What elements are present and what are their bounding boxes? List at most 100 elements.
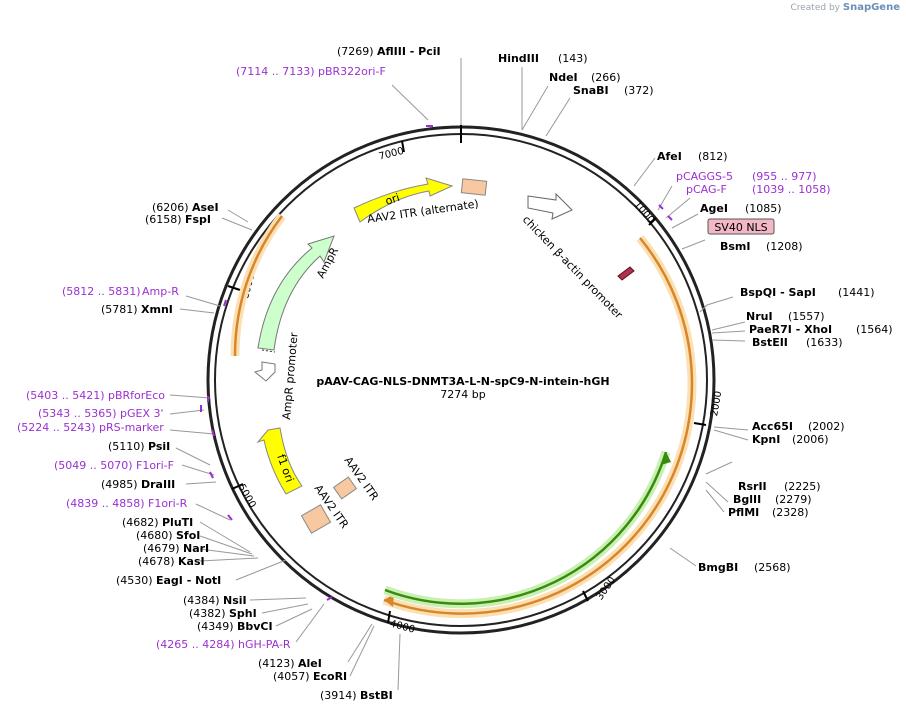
aav2-itr-box-1 xyxy=(332,476,358,500)
pos-bmgbi: (2568) xyxy=(754,561,791,574)
credit-brand: SnapGene xyxy=(842,2,900,13)
pos-bsmi: (1208) xyxy=(766,240,803,253)
pos-sfoi: (4680) xyxy=(136,529,173,542)
label-nsii: NsiI xyxy=(223,594,247,607)
snapgene-credit: Created by SnapGene xyxy=(790,2,900,13)
tick-3000 xyxy=(582,590,589,602)
label-draiii: DraIII xyxy=(141,478,175,491)
cba-promoter-label: chicken β-actin promoter xyxy=(520,213,626,322)
cds-arc-left xyxy=(233,215,283,357)
pos-kasi: (4678) xyxy=(138,555,175,568)
pos-asei: (6206) xyxy=(152,201,189,214)
label-nari: NarI xyxy=(183,542,209,555)
plasmid-name: pAAV-CAG-NLS-DNMT3A-L-N-spC9-N-intein-hG… xyxy=(316,375,609,388)
label-agei: AgeI xyxy=(700,202,728,215)
pos-pflmi: (2328) xyxy=(772,506,809,519)
cds-glow-right xyxy=(382,235,697,619)
label-sfoi: SfoI xyxy=(176,529,200,542)
label-acc65i: Acc65I xyxy=(752,420,793,433)
label-sphi: SphI xyxy=(229,607,257,620)
label-pbrforeco: pBRforEco xyxy=(108,389,165,402)
label-hgh-pa-r: hGH-PA-R xyxy=(238,638,291,651)
label-ecori: EcoRI xyxy=(313,670,347,683)
pos-pbr322ori: (7114 .. 7133) xyxy=(236,65,315,78)
tick-label-2000: 2000 xyxy=(709,390,724,417)
label-bsteii: BstEII xyxy=(752,336,788,349)
pos-pgex3: (5343 .. 5365) xyxy=(38,407,117,420)
plasmid-length: 7274 bp xyxy=(440,388,485,401)
label-bsmi: BsmI xyxy=(720,240,751,253)
leader-lines xyxy=(169,58,749,691)
label-pluti: PluTI xyxy=(162,516,193,529)
primer-marks xyxy=(200,125,673,601)
pos-ecori: (4057) xyxy=(273,670,310,683)
label-fspi: FspI xyxy=(185,213,211,226)
pos-nari: (4679) xyxy=(143,542,180,555)
f1-ori-arrow xyxy=(256,427,303,495)
cds-arrowhead-right xyxy=(384,594,394,607)
pos-afei: (812) xyxy=(698,150,728,163)
ampr-promoter-arrow xyxy=(253,361,276,382)
pos-snabi: (372) xyxy=(624,84,654,97)
inner-feature-arc xyxy=(384,451,668,605)
pos-ndei: (266) xyxy=(591,71,621,84)
tick-4000 xyxy=(387,610,391,624)
pos-kpni: (2006) xyxy=(792,433,829,446)
pos-ampr-primer: (5812 .. 5831) xyxy=(62,285,141,298)
pos-paer7i: (1564) xyxy=(856,323,893,336)
pos-pbrforeco: (5403 .. 5421) xyxy=(26,389,105,402)
label-bbvci: BbvCI xyxy=(237,620,273,633)
pos-rsrii: (2225) xyxy=(784,480,821,493)
tick-1000 xyxy=(648,217,657,226)
pos-f1ori-f: (5049 .. 5070) xyxy=(54,459,133,472)
sv40-nls-label: SV40 NLS xyxy=(714,221,767,234)
tick-label-3000: 3000 xyxy=(595,575,619,602)
label-paer7i: PaeR7I - XhoI xyxy=(749,323,832,336)
pos-fspi: (6158) xyxy=(145,213,182,226)
label-ndei: NdeI xyxy=(549,71,578,84)
pos-xmni: (5781) xyxy=(101,303,138,316)
pos-sphi: (4382) xyxy=(189,607,226,620)
label-ampr-primer: Amp-R xyxy=(142,285,179,298)
right-labels: HindIII (143) NdeI (266) SnaBI (372) Afe… xyxy=(498,52,893,574)
label-eagi: EagI - NotI xyxy=(156,574,221,587)
pos-afliii: (7269) xyxy=(337,45,374,58)
pos-nsii: (4384) xyxy=(183,594,220,607)
pos-pcagf: (1039 .. 1058) xyxy=(752,183,831,196)
ori-arrow xyxy=(353,177,454,223)
label-asei: AseI xyxy=(192,201,219,214)
pos-eagi: (4530) xyxy=(116,574,153,587)
pos-hgh-pa-r: (4265 .. 4284) xyxy=(156,638,235,651)
label-pbr322ori: pBR322ori-F xyxy=(318,65,386,78)
label-afei: AfeI xyxy=(657,150,682,163)
label-kpni: KpnI xyxy=(752,433,780,446)
pos-nrui: (1557) xyxy=(788,310,825,323)
label-pgex3: pGEX 3' xyxy=(120,407,164,420)
label-hindiii: HindIII xyxy=(498,52,539,65)
pos-bstbi: (3914) xyxy=(320,689,357,702)
label-psii: PsiI xyxy=(148,440,170,453)
left-labels: (7269) AflIII - PciI (7114 .. 7133) pBR3… xyxy=(17,45,441,702)
label-bstbi: BstBI xyxy=(360,689,393,702)
cba-promoter-arrow xyxy=(527,192,573,220)
label-bglii: BglII xyxy=(733,493,761,506)
tick-label-7000: 7000 xyxy=(378,146,405,163)
cds-arc-right xyxy=(383,237,694,615)
pos-hindiii: (143) xyxy=(558,52,588,65)
inner-feature-arrowhead xyxy=(661,452,671,465)
label-kasi: KasI xyxy=(178,555,205,568)
label-afliii: AflIII - PciI xyxy=(377,45,441,58)
pos-agei: (1085) xyxy=(745,202,782,215)
label-rsrii: RsrII xyxy=(738,480,767,493)
label-pflmi: PflMI xyxy=(728,506,759,519)
pos-bglii: (2279) xyxy=(775,493,812,506)
credit-prefix: Created by xyxy=(790,3,840,13)
label-bmgbi: BmgBI xyxy=(698,561,738,574)
ampr-arrow xyxy=(257,235,335,351)
label-pcaggs5: pCAGGS-5 xyxy=(676,170,733,183)
label-f1ori-r: F1ori-R xyxy=(148,497,188,510)
pos-pcaggs5: (955 .. 977) xyxy=(752,170,817,183)
pos-draiii: (4985) xyxy=(101,478,138,491)
tick-7000 xyxy=(401,140,405,153)
